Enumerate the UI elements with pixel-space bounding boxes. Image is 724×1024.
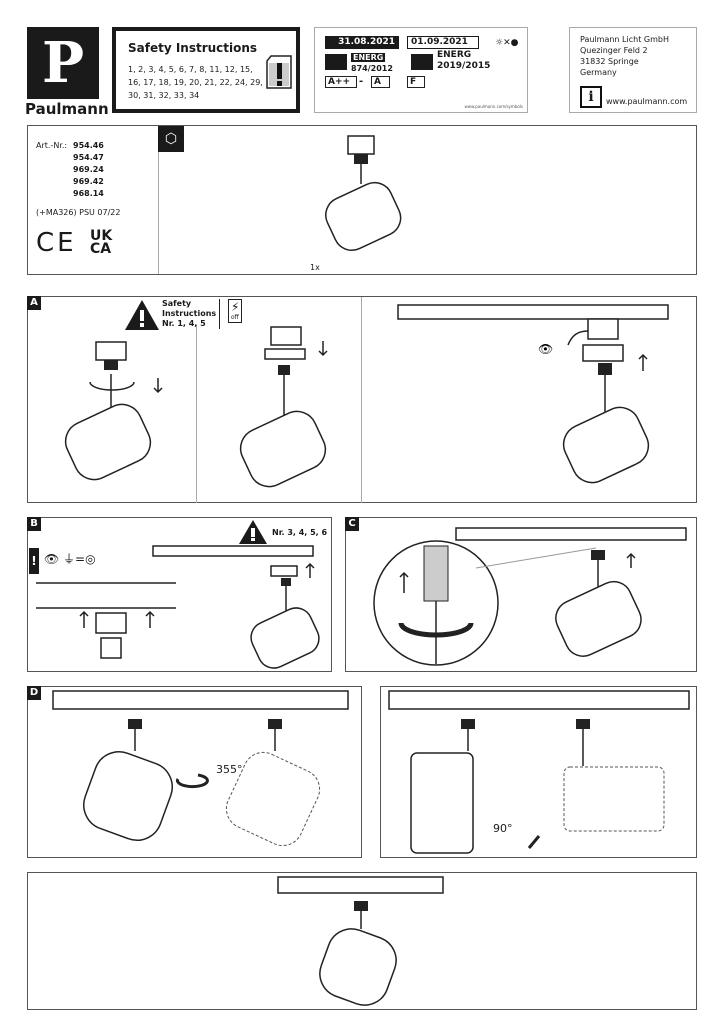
lamp-rotate-illustration xyxy=(64,341,163,481)
energy-label-old: ENERG 874/2012 xyxy=(351,52,393,74)
safety-numbers: Nr. 3, 4, 5, 6 xyxy=(272,528,328,537)
website-link[interactable]: www.paulmann.com xyxy=(606,97,688,106)
step-a-panel: A Safety Instructions Nr. 1, 4, 5 ⚡off 👁 xyxy=(27,296,697,503)
safety-numbers: Nr. 1, 4, 5 xyxy=(162,319,206,328)
document-warning-icon xyxy=(266,55,292,89)
art-numbers: Art.-Nr.: 954.46 954.47 969.24 969.42 96… xyxy=(36,140,104,198)
safety-reference: Safety Instructions Nr. 1, 4, 5 xyxy=(162,299,221,329)
info-icon: i xyxy=(580,86,602,108)
art-number: 968.14 xyxy=(73,189,104,198)
step-label: C xyxy=(345,517,359,531)
lamp-insert-illustration xyxy=(239,326,328,488)
step-label: A xyxy=(27,296,41,310)
safety-numbers-line: 1, 2, 3, 4, 5, 6, 7, 8, 11, 12, 15, xyxy=(128,65,253,74)
divider xyxy=(361,297,362,503)
track-mount-illustration: 👁 xyxy=(397,304,669,484)
quantity-label: 1x xyxy=(310,263,320,272)
energy-dash: - xyxy=(359,76,364,87)
tilt-illustration xyxy=(388,690,690,854)
safety-title: Safety Instructions xyxy=(128,41,258,55)
ukca-bottom: CA xyxy=(90,241,112,257)
symbol-icons: ☼✕● xyxy=(495,38,519,48)
eu-flag-icon xyxy=(325,54,347,70)
spotlight-illustration xyxy=(325,135,402,251)
step-label: B xyxy=(27,517,41,531)
step-label: D xyxy=(27,686,41,700)
art-label: Art.-Nr.: xyxy=(36,141,68,150)
regulation-new: 2019/2015 xyxy=(437,61,491,71)
step-b-panel: B Nr. 3, 4, 5, 6 ! 👁 ⏚=◎ xyxy=(27,517,332,672)
off-label: off xyxy=(231,314,239,321)
step-c-panel: C xyxy=(345,517,697,672)
ground-contact-illustration xyxy=(36,582,176,659)
final-assembly-panel xyxy=(27,872,697,1010)
divider xyxy=(158,126,159,274)
country: Germany xyxy=(580,68,617,77)
product-info-panel: Art.-Nr.: 954.46 954.47 969.24 969.42 96… xyxy=(27,125,697,275)
paulmann-logo: P xyxy=(27,27,99,99)
eu-flag-icon xyxy=(411,54,433,70)
city: 31832 Springe xyxy=(580,57,639,66)
track-lamp-illustration xyxy=(152,545,320,669)
regulation-old: 874/2012 xyxy=(351,64,393,73)
ukca-top: UK xyxy=(90,228,113,244)
energy-class-old-from: A++ xyxy=(325,76,358,88)
energy-class-new: F xyxy=(407,76,426,88)
energy-new-text: ENERG xyxy=(437,50,472,60)
energy-old-text: ENERG xyxy=(351,53,386,62)
attention-icon: ! xyxy=(29,548,39,574)
safety-numbers: 1, 2, 3, 4, 5, 6, 7, 8, 11, 12, 15, 16, … xyxy=(128,63,263,102)
svg-text:👁: 👁 xyxy=(538,342,553,356)
art-number: 969.42 xyxy=(73,177,104,186)
step-d-panel-tilt: 90° xyxy=(380,686,697,858)
date-new: 01.09.2021 xyxy=(407,36,479,49)
safety-instructions-box: Safety Instructions 1, 2, 3, 4, 5, 6, 7,… xyxy=(112,27,300,113)
symbols-url[interactable]: www.paulmann.com/symbols xyxy=(464,104,523,109)
company-name: Paulmann Licht GmbH xyxy=(580,35,669,44)
safety-title: Instructions xyxy=(162,309,217,318)
rotation-angle: 355° xyxy=(216,763,243,776)
rotate-illustration xyxy=(52,690,349,847)
tighten-ring-illustration xyxy=(373,527,687,666)
step-d-panel-rotate: D 355° xyxy=(27,686,362,858)
safety-numbers-line: 16, 17, 18, 19, 20, 21, 22, 24, 29, xyxy=(128,78,263,87)
tilt-angle: 90° xyxy=(493,822,513,835)
address-box: Paulmann Licht GmbH Quezinger Feld 2 318… xyxy=(569,27,697,113)
warning-icon xyxy=(125,300,159,330)
inspect-ground-icons: 👁 ⏚=◎ xyxy=(44,552,96,566)
package-icon: ⬡ xyxy=(158,126,184,152)
art-number: 954.46 xyxy=(73,141,104,150)
energy-label-box: 31.08.2021 01.09.2021 ENERG 874/2012 ENER… xyxy=(314,27,528,113)
final-lamp-illustration xyxy=(277,876,444,1006)
street: Quezinger Feld 2 xyxy=(580,46,648,55)
power-off-icon: ⚡off xyxy=(228,299,243,323)
brand-name: Paulmann xyxy=(25,100,109,118)
ce-mark: CE xyxy=(36,228,77,258)
divider xyxy=(196,325,197,503)
psu-info: (+MA326) PSU 07/22 xyxy=(36,208,121,217)
warning-icon xyxy=(239,520,267,544)
art-number: 954.47 xyxy=(73,153,104,162)
safety-numbers-line: 30, 31, 32, 33, 34 xyxy=(128,91,200,100)
art-number: 969.24 xyxy=(73,165,104,174)
safety-title: Safety xyxy=(162,299,192,308)
energy-class-old-to: A xyxy=(371,76,390,88)
date-old: 31.08.2021 xyxy=(325,36,399,49)
